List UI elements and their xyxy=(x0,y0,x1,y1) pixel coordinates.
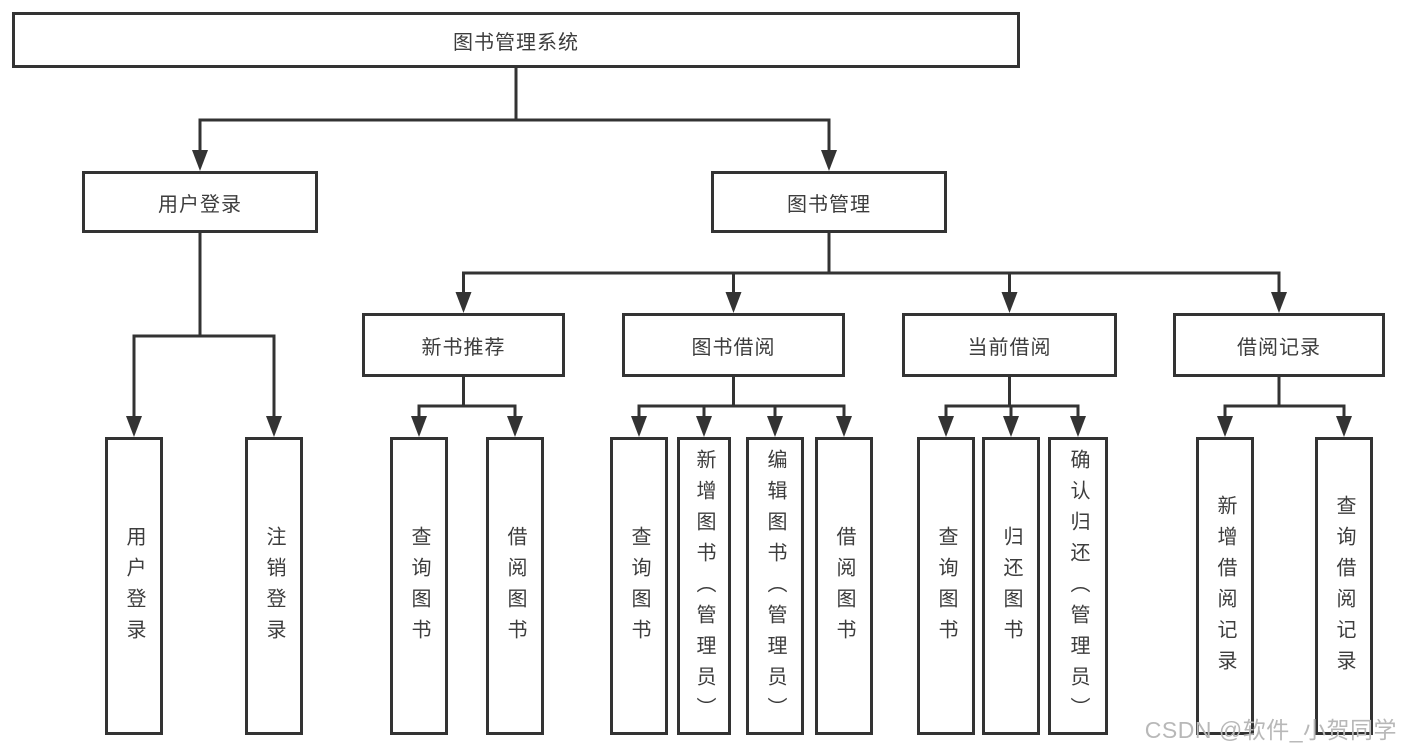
node-new-book-recommend: 新书推荐 xyxy=(362,313,565,377)
node-cb-query-books: 查询图书 xyxy=(917,437,975,735)
node-logout-login: 注销登录 xyxy=(245,437,303,735)
csdn-watermark: CSDN @软件_小贺同学 xyxy=(1144,717,1397,743)
node-user-login: 用户登录 xyxy=(105,437,163,735)
node-book-management: 图书管理 xyxy=(711,171,947,233)
node-user-login-group: 用户登录 xyxy=(82,171,318,233)
node-cb-confirm-return-admin: 确认归还（管理员） xyxy=(1048,437,1108,735)
node-current-borrowing: 当前借阅 xyxy=(902,313,1117,377)
node-bb-edit-books-admin: 编辑图书（管理员） xyxy=(746,437,804,735)
node-nb-borrow-books: 借阅图书 xyxy=(486,437,544,735)
node-cb-return-books: 归还图书 xyxy=(982,437,1040,735)
node-borrowing-records: 借阅记录 xyxy=(1173,313,1385,377)
node-library-system: 图书管理系统 xyxy=(12,12,1020,68)
node-bb-query-books: 查询图书 xyxy=(610,437,668,735)
node-bb-borrow-books: 借阅图书 xyxy=(815,437,873,735)
node-book-borrowing: 图书借阅 xyxy=(622,313,845,377)
node-bb-add-books-admin: 新增图书（管理员） xyxy=(677,437,731,735)
node-br-query-record: 查询借阅记录 xyxy=(1315,437,1373,735)
node-nb-query-books: 查询图书 xyxy=(390,437,448,735)
node-br-add-record: 新增借阅记录 xyxy=(1196,437,1254,735)
